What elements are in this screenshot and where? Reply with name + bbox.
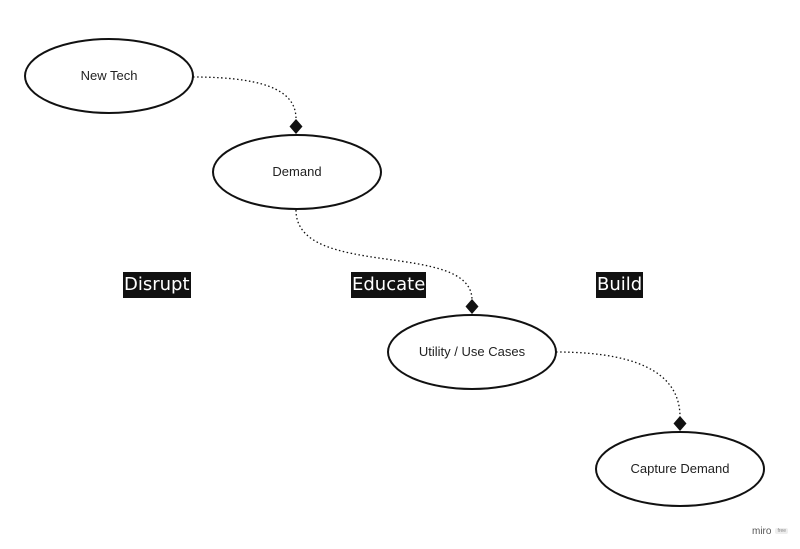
miro-brand: miro xyxy=(752,526,772,537)
arrowhead-diamond xyxy=(465,299,479,314)
connector-newtech-demand xyxy=(192,76,297,120)
connector-demand-utility xyxy=(295,209,473,301)
node-new-tech-label: New Tech xyxy=(81,68,138,83)
arrowhead-diamond xyxy=(289,119,303,134)
node-demand[interactable]: Demand xyxy=(212,134,382,210)
connector-utility-capture xyxy=(555,351,681,418)
phase-label-disrupt[interactable]: Disrupt xyxy=(123,272,191,298)
phase-label-build[interactable]: Build xyxy=(596,272,644,298)
arrowhead-diamond xyxy=(673,416,687,431)
node-utility-use-cases[interactable]: Utility / Use Cases xyxy=(387,314,557,390)
node-capture-label: Capture Demand xyxy=(631,461,730,476)
phase-label-educate[interactable]: Educate xyxy=(351,272,427,298)
node-new-tech[interactable]: New Tech xyxy=(24,38,194,114)
node-utility-label: Utility / Use Cases xyxy=(419,344,526,359)
node-demand-label: Demand xyxy=(272,164,321,179)
miro-plan-badge: free xyxy=(775,528,789,535)
node-capture-demand[interactable]: Capture Demand xyxy=(595,431,765,507)
